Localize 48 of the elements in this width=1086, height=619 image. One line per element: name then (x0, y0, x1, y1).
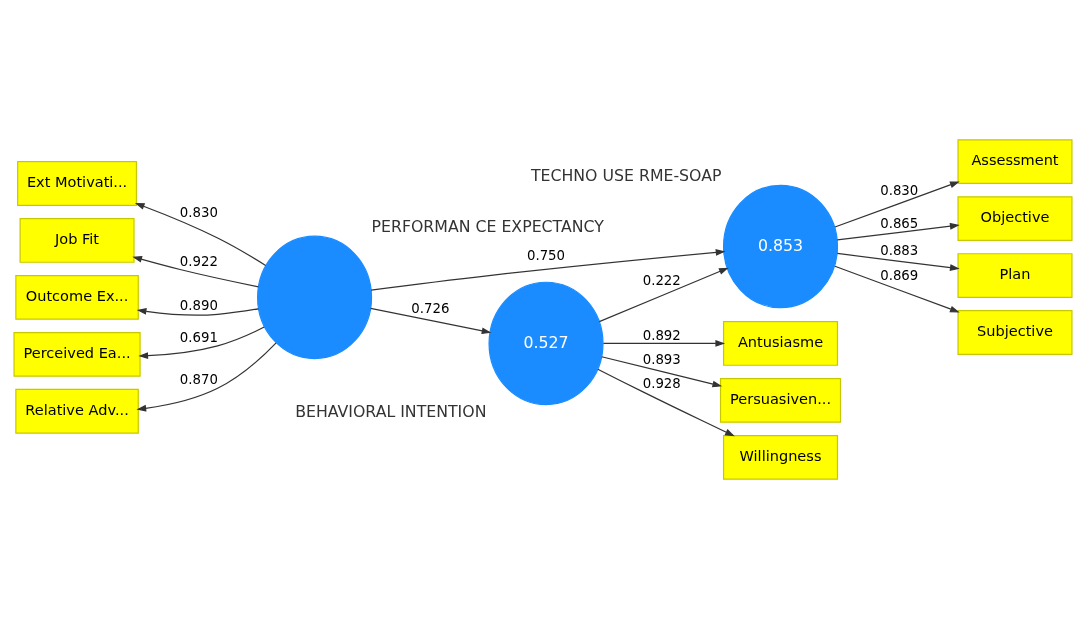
arrow (597, 368, 735, 437)
node-box: Relative Adv... (15, 388, 139, 434)
arrow (132, 256, 259, 288)
node-box: Willingness (722, 434, 839, 480)
edge-label: 0.922 (179, 253, 218, 269)
arrow (601, 356, 723, 388)
node-box: Objective (957, 196, 1073, 242)
arrow (370, 307, 492, 335)
edge-label: 0.870 (179, 372, 218, 388)
node-box: Outcome Ex... (15, 274, 139, 320)
edge-label: 0.830 (179, 205, 218, 221)
node-circle (257, 235, 373, 360)
edge-label: 0.865 (880, 216, 919, 232)
arrow (834, 265, 960, 313)
edge-label: 0.869 (880, 268, 919, 284)
arrow (836, 252, 960, 271)
node-box: Assessment (957, 139, 1073, 185)
arrow (836, 222, 960, 241)
arrow (138, 326, 265, 360)
node-box: Ext Motivati... (17, 161, 138, 206)
arrow (134, 202, 267, 266)
edge-label: 0.892 (642, 327, 681, 343)
edge-label: 0.750 (526, 247, 566, 263)
arrow (136, 342, 277, 412)
edge-label: 0.890 (179, 298, 218, 314)
edge-label: 0.830 (880, 183, 919, 199)
node-label: BEHAVIORAL INTENTION (295, 402, 487, 422)
edge-label: 0.222 (642, 273, 681, 289)
arrow (370, 249, 726, 291)
edge-label: 0.893 (642, 351, 681, 367)
node-box: Job Fit (19, 218, 135, 263)
arrow (602, 340, 726, 347)
node-box: Subjective (957, 310, 1073, 355)
node-box: Antusiasme (722, 321, 839, 366)
arrow (598, 267, 729, 323)
node-circle: 0.527 (488, 281, 604, 406)
node-box: Persuasiven... (719, 377, 842, 423)
arrow (136, 308, 259, 316)
node-label: PERFORMAN CE EXPECTANCY (371, 216, 604, 236)
edge-label: 0.726 (411, 300, 450, 316)
node-box: Plan (957, 253, 1073, 298)
edge-label: 0.691 (179, 329, 218, 345)
node-label: TECHNO USE RME-SOAP (530, 165, 722, 185)
edge-label: 0.928 (642, 376, 681, 392)
node-box: Perceived Ea... (13, 331, 141, 377)
arrow (834, 181, 960, 228)
node-circle: 0.853 (722, 184, 839, 309)
edge-label: 0.883 (880, 242, 919, 258)
